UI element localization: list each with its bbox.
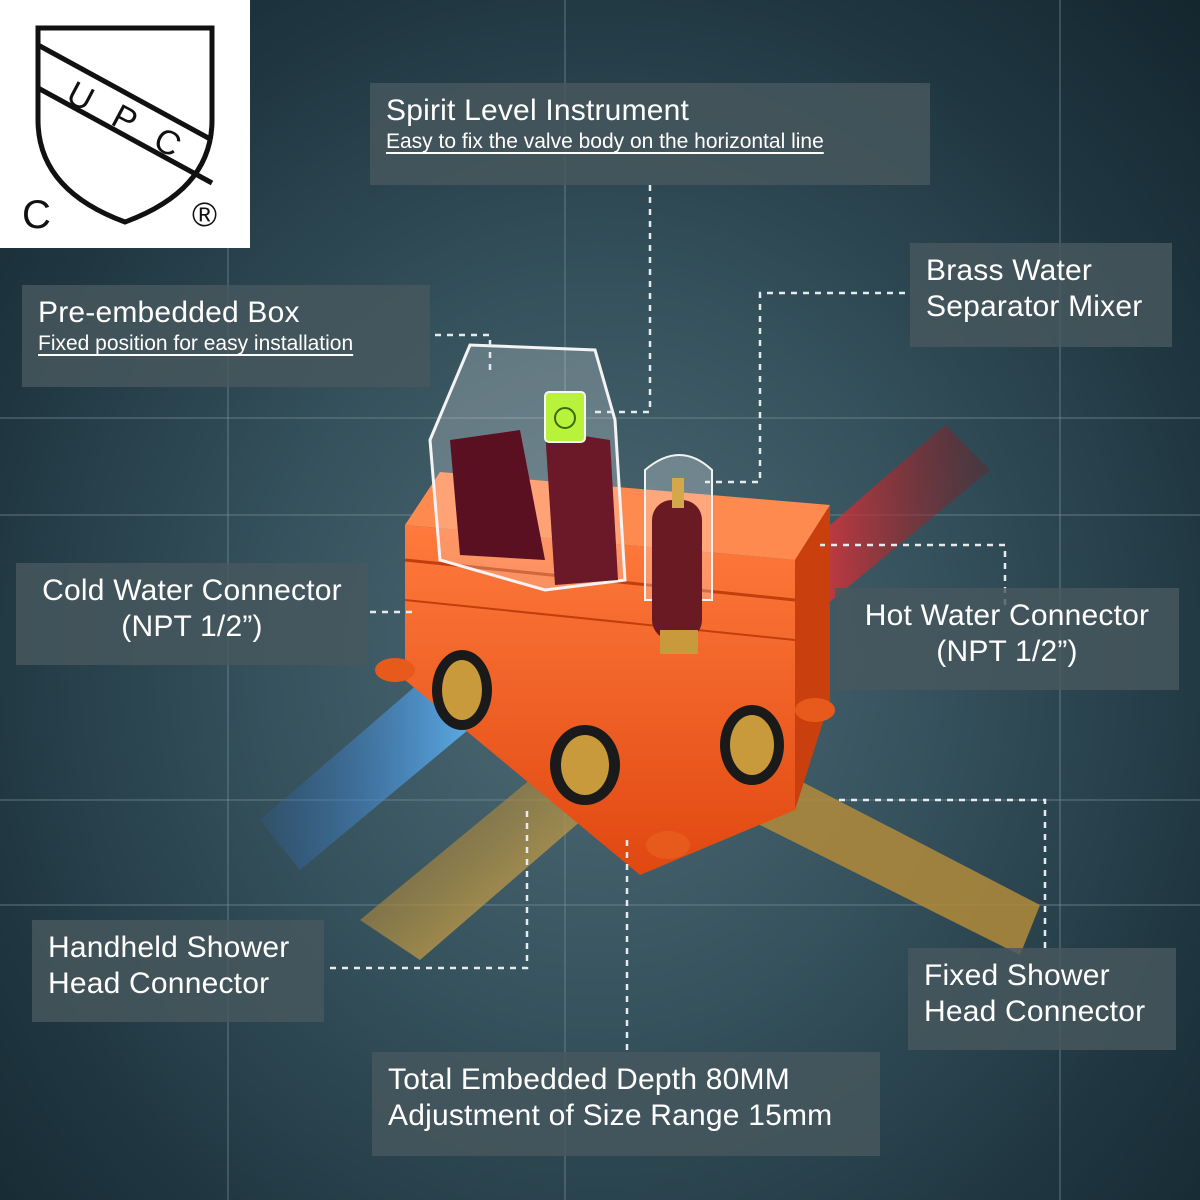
upc-certification-logo: U P C C ® [0,0,250,248]
pre-embedded-box-label: Pre-embedded Box Fixed position for easy… [22,285,430,387]
handheld-line1: Handheld Shower [48,931,290,964]
hot-water-line2: (NPT 1/2”) [936,635,1078,668]
logo-letter-p: P [106,97,144,141]
depth-line2: Adjustment of Size Range 15mm [388,1099,833,1132]
logo-letter-c: C [148,120,188,165]
depth-line1: Total Embedded Depth 80MM [388,1063,790,1096]
leader-lines [330,185,1047,1050]
spirit-level-subtitle: Easy to fix the valve body on the horizo… [386,130,824,153]
cold-water-line2: (NPT 1/2”) [121,610,263,643]
logo-left-c: C [22,193,51,237]
handheld-pipe [360,755,605,960]
handheld-shower-label: Handheld Shower Head Connector [32,920,324,1022]
fixed-shower-line1: Fixed Shower [924,959,1110,992]
fixed-shower-line2: Head Connector [924,995,1146,1028]
fixed-shower-label: Fixed Shower Head Connector [908,948,1176,1050]
pre-embedded-box-title: Pre-embedded Box [38,296,300,329]
fixed-pipe [740,760,1040,955]
embedded-depth-label: Total Embedded Depth 80MM Adjustment of … [372,1052,880,1156]
hot-water-label: Hot Water Connector (NPT 1/2”) [835,588,1179,690]
cold-water-label: Cold Water Connector (NPT 1/2”) [16,563,368,665]
brass-mixer-label: Brass Water Separator Mixer [910,243,1172,347]
hot-water-line1: Hot Water Connector [864,599,1150,632]
logo-registered: ® [192,196,217,234]
cold-water-pipe [260,665,480,870]
logo-letter-u: U [61,74,101,119]
brass-mixer [644,454,713,654]
brass-mixer-line1: Brass Water [926,254,1093,287]
cold-water-line1: Cold Water Connector [42,574,342,607]
spirit-level-cover [428,343,627,592]
brass-mixer-line2: Separator Mixer [926,290,1143,323]
shield-icon: U P C C ® [22,25,217,237]
hot-water-pipe [790,425,990,610]
handheld-line2: Head Connector [48,967,270,1000]
spirit-level-label: Spirit Level Instrument Easy to fix the … [370,83,930,185]
spirit-level-title: Spirit Level Instrument [386,94,690,127]
pre-embedded-box-subtitle: Fixed position for easy installation [38,332,354,355]
